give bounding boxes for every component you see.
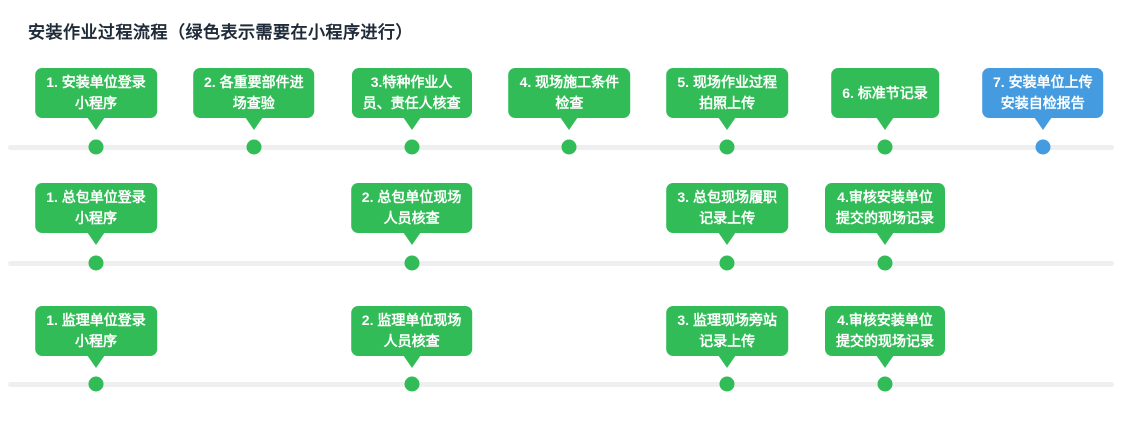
timeline-dot [404, 255, 420, 271]
flow-step-bubble: 5. 现场作业过程拍照上传 [666, 68, 788, 118]
timeline-dot [719, 376, 735, 392]
step-pointer-arrow [876, 232, 894, 245]
step-label-line: 2. 各重要部件进 [204, 74, 304, 90]
step-label-line: 提交的现场记录 [836, 210, 934, 226]
flow-step-bubble: 3.特种作业人员、责任人核查 [351, 68, 472, 118]
step-label-line: 7. 安装单位上传 [993, 74, 1093, 90]
step-label-line: 人员核查 [383, 333, 440, 349]
step-label-line: 人员核查 [383, 210, 440, 226]
step-label-line: 小程序 [74, 95, 117, 111]
flow-step-bubble: 3. 总包现场履职记录上传 [666, 183, 788, 233]
flow-step-bubble: 1. 安装单位登录小程序 [35, 68, 157, 118]
flow-step-bubble: 1. 监理单位登录小程序 [35, 306, 157, 356]
timeline-dot [561, 139, 577, 155]
timeline-line [8, 381, 1114, 387]
timeline-dot [246, 139, 262, 155]
step-pointer-arrow [402, 355, 421, 368]
flow-step-bubble: 4.审核安装单位提交的现场记录 [825, 183, 945, 233]
step-label-line: 2. 总包单位现场 [361, 189, 462, 205]
step-pointer-arrow [244, 117, 263, 130]
step-label-line: 3.特种作业人 [370, 74, 453, 90]
step-label-line: 1. 监理单位登录 [46, 312, 146, 328]
step-pointer-arrow [402, 117, 421, 130]
step-label-line: 1. 安装单位登录 [46, 74, 146, 90]
step-pointer-arrow [718, 232, 737, 245]
step-label-line: 记录上传 [699, 333, 756, 349]
flow-step-bubble: 4.审核安装单位提交的现场记录 [825, 306, 945, 356]
step-pointer-arrow [1033, 117, 1052, 130]
step-label-line: 小程序 [74, 210, 117, 226]
step-pointer-arrow [560, 117, 579, 130]
timeline-dot [1035, 139, 1051, 155]
timeline-dot [719, 139, 735, 155]
flow-step-bubble: 1. 总包单位登录小程序 [35, 183, 157, 233]
step-label-line: 记录上传 [699, 210, 756, 226]
step-label-line: 1. 总包单位登录 [46, 189, 146, 205]
step-pointer-arrow [87, 232, 105, 245]
step-label-line: 6. 标准节记录 [842, 84, 928, 101]
timeline-dot [404, 376, 420, 392]
diagram-title: 安装作业过程流程（绿色表示需要在小程序进行） [28, 23, 413, 42]
step-label-line: 小程序 [74, 333, 117, 349]
timeline-dot [719, 255, 735, 271]
step-pointer-arrow [87, 117, 105, 130]
step-label-line: 检查 [555, 95, 584, 111]
flow-step-bubble: 6. 标准节记录 [831, 68, 939, 118]
step-label-line: 4.审核安装单位 [837, 312, 933, 328]
step-pointer-arrow [876, 355, 894, 368]
timeline-dot [877, 376, 893, 392]
timeline-dot [88, 376, 104, 392]
step-pointer-arrow [87, 355, 105, 368]
step-label-line: 4. 现场施工条件 [519, 74, 620, 90]
timeline-dot [877, 139, 893, 155]
flow-step-bubble: 4. 现场施工条件检查 [508, 68, 631, 118]
timeline-dot [88, 139, 104, 155]
flow-step-bubble: 7. 安装单位上传安装自检报告 [982, 68, 1104, 118]
step-label-line: 2. 监理单位现场 [361, 312, 462, 328]
timeline-dot [88, 255, 104, 271]
step-label-line: 员、责任人核查 [362, 95, 461, 111]
step-label-line: 拍照上传 [699, 95, 756, 111]
step-pointer-arrow [402, 232, 421, 245]
flow-step-bubble: 2. 各重要部件进场查验 [193, 68, 315, 118]
flow-step-bubble: 2. 总包单位现场人员核查 [350, 183, 473, 233]
step-label-line: 场查验 [232, 95, 275, 111]
step-label-line: 3. 总包现场履职 [677, 189, 777, 205]
step-label-line: 4.审核安装单位 [837, 189, 933, 205]
step-pointer-arrow [718, 355, 737, 368]
timeline-line [8, 260, 1114, 266]
step-label-line: 安装自检报告 [1000, 95, 1085, 111]
step-pointer-arrow [718, 117, 737, 130]
flow-step-bubble: 2. 监理单位现场人员核查 [350, 306, 473, 356]
step-label-line: 提交的现场记录 [836, 333, 934, 349]
step-label-line: 5. 现场作业过程 [677, 74, 777, 90]
timeline-dot [404, 139, 420, 155]
timeline-dot [877, 255, 893, 271]
timeline-line [8, 144, 1114, 150]
flow-step-bubble: 3. 监理现场旁站记录上传 [666, 306, 788, 356]
step-label-line: 3. 监理现场旁站 [677, 312, 777, 328]
step-pointer-arrow [876, 117, 894, 130]
